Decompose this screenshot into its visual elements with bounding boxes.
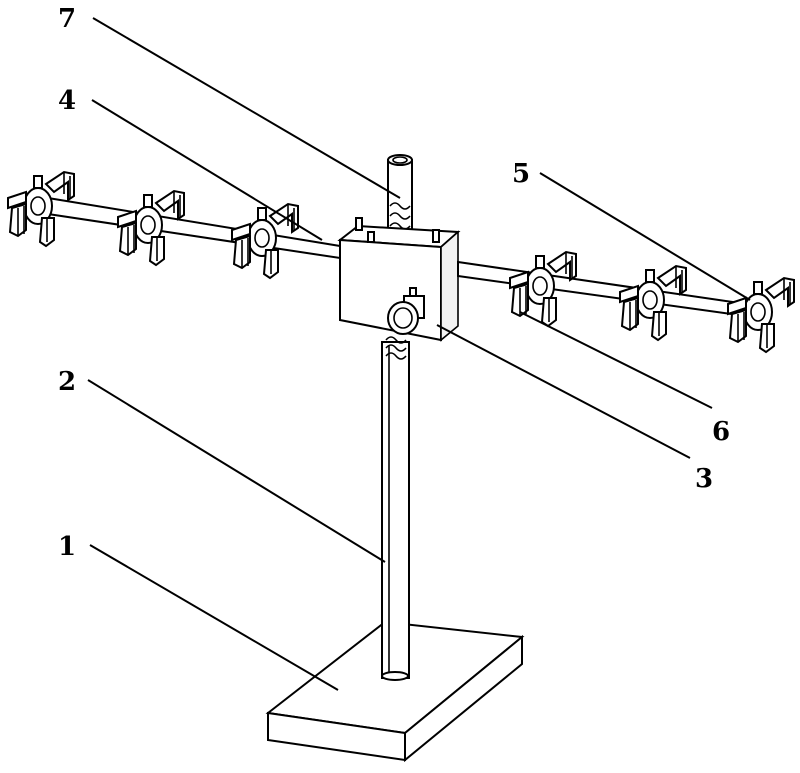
label-4: 4 [58,86,76,116]
vertical-pole [382,337,409,680]
leader-lines [88,18,750,690]
label-2: 2 [58,367,76,397]
leader-3 [437,325,690,458]
right-arm [458,262,760,318]
leader-2 [88,380,385,562]
leader-6 [520,312,712,408]
label-3: 3 [695,464,713,494]
leader-1 [90,545,338,690]
clamp-unit [728,278,794,352]
label-6: 6 [712,417,730,447]
label-5: 5 [512,159,530,189]
label-7: 7 [58,4,76,34]
leader-7 [93,18,400,198]
label-1: 1 [58,532,76,562]
